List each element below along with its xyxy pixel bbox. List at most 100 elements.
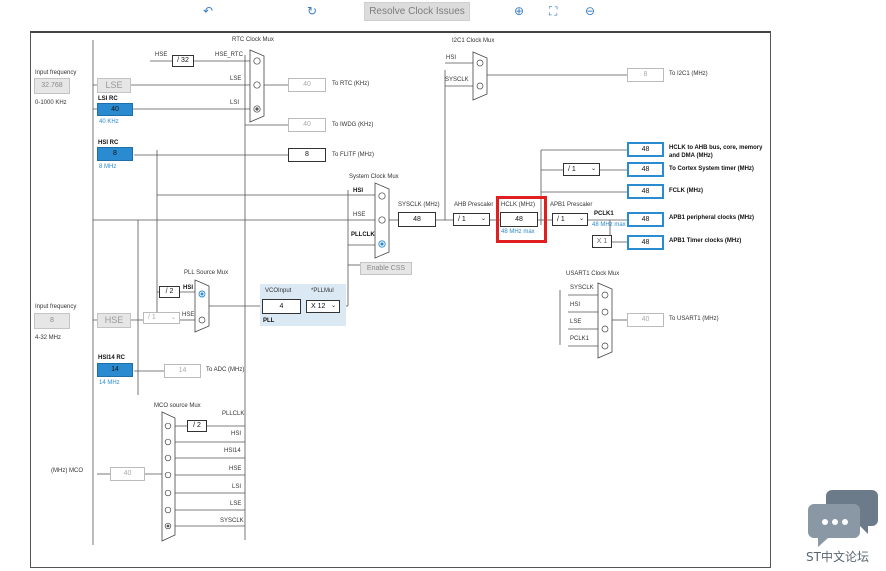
- lsi-rc-source[interactable]: 40: [97, 103, 133, 116]
- mco-input-hse: HSE: [229, 466, 242, 472]
- hsi14-rc-title: HSI14 RC: [98, 355, 126, 361]
- system-mux-title: System Clock Mux: [349, 174, 399, 180]
- i2c1-hsi-label: HSI: [446, 55, 457, 61]
- mco-input-hsi: HSI: [231, 431, 242, 437]
- hsi-rc-title: HSI RC: [98, 140, 119, 146]
- rtc-output-dest: To RTC (KHz): [332, 81, 370, 87]
- pll-source-mux-title: PLL Source Mux: [184, 270, 229, 276]
- enable-css-button[interactable]: Enable CSS: [360, 262, 412, 275]
- mco-input-lse: LSE: [230, 501, 242, 507]
- sysmux-hsi-label: HSI: [353, 188, 364, 194]
- pll-hsi-label: HSI: [183, 285, 194, 291]
- lse-input-caption: Input frequency: [35, 70, 77, 76]
- sysmux-hse-label: HSE: [353, 212, 366, 218]
- iwdg-output-value: 40: [288, 118, 326, 132]
- cortex-timer-output: 48: [627, 162, 664, 177]
- lsi-rc-title: LSI RC: [98, 96, 118, 102]
- mco-input-pllclk: PLLCLK: [222, 411, 245, 417]
- usart1-lse-label: LSE: [570, 319, 582, 325]
- hclk-highlight: [496, 196, 547, 243]
- zoom-in-icon[interactable]: ⊕: [514, 4, 525, 18]
- hclk-label: HCLK (MHz): [501, 202, 535, 208]
- rtc-lsi-label: LSI: [230, 100, 240, 106]
- usart1-hsi-label: HSI: [570, 302, 581, 308]
- pll-hsi-div2: / 2: [159, 286, 180, 298]
- zoom-out-icon[interactable]: ⊖: [585, 4, 596, 18]
- mco-input-hsi14: HSI14: [224, 448, 241, 454]
- hsi-rc-source[interactable]: 8: [97, 147, 133, 161]
- forum-label: ST中文论坛: [806, 550, 869, 564]
- apb1-peripheral-dest: APB1 peripheral clocks (MHz): [669, 215, 755, 221]
- chevron-down-icon: ⌄: [578, 216, 584, 222]
- hse-prediv-select[interactable]: / 1⌄: [143, 312, 180, 324]
- flitf-output-dest: To FLITF (MHz): [332, 152, 374, 158]
- i2c1-output-dest: To I2C1 (MHz): [669, 71, 708, 77]
- refresh-icon[interactable]: ↻: [307, 4, 318, 18]
- sysclk-label: SYSCLK (MHz): [398, 202, 440, 208]
- apb1-peripheral-output: 48: [627, 212, 664, 227]
- hclk-ahb-output: 48: [627, 142, 664, 157]
- fclk-dest: FCLK (MHz): [669, 188, 703, 194]
- chevron-down-icon: ⌄: [170, 315, 176, 321]
- mco-mux-title: MCO source Mux: [154, 403, 201, 409]
- hsi14-rc-freq: 14 MHz: [99, 380, 120, 386]
- apb1-prescaler-label: APB1 Prescaler: [550, 202, 593, 208]
- undo-icon[interactable]: ↶: [203, 4, 214, 18]
- flitf-output-value: 8: [288, 148, 326, 162]
- mco-output-value: 40: [110, 467, 145, 481]
- chevron-down-icon: ⌄: [590, 166, 596, 172]
- hclk-ahb-dest: HCLK to AHB bus, core, memory and DMA (M…: [669, 145, 763, 159]
- rtc-hse-label: HSE: [155, 52, 168, 58]
- apb1-timer-multiplier: X 1: [592, 235, 612, 248]
- chat-bubble-icon: [808, 488, 880, 553]
- hsi14-rc-source[interactable]: 14: [97, 363, 133, 377]
- cortex-timer-dest: To Cortex System timer (MHz): [669, 166, 754, 172]
- apb1-timer-dest: APB1 Timer clocks (MHz): [669, 238, 742, 244]
- resolve-clock-issues-button[interactable]: Resolve Clock Issues: [364, 2, 470, 21]
- i2c1-sysclk-label: SYSCLK: [445, 77, 469, 83]
- clock-tree-canvas: [30, 31, 771, 568]
- hse-source[interactable]: HSE: [97, 313, 131, 328]
- lse-input-range: 0-1000 KHz: [35, 100, 67, 106]
- iwdg-output-dest: To IWDG (KHz): [332, 122, 374, 128]
- mco-input-sysclk: SYSCLK: [220, 518, 244, 524]
- vco-input-label: VCOInput: [265, 288, 292, 294]
- pclk1-max: 48 MHz max: [592, 222, 626, 228]
- usart1-sysclk-label: SYSCLK: [570, 285, 594, 291]
- rtc-output-value: 40: [288, 78, 326, 92]
- hsi-rc-freq: 8 MHz: [99, 164, 117, 170]
- lsi-rc-freq: 40 KHz: [99, 119, 119, 125]
- pll-mul-select[interactable]: X 12⌄: [306, 300, 340, 313]
- i2c1-output-value: 8: [627, 68, 664, 82]
- rtc-hse-rtc-label: HSE_RTC: [215, 52, 243, 58]
- ahb-prescaler-select[interactable]: / 1⌄: [453, 213, 490, 226]
- pll-hse-label: HSE: [182, 312, 195, 318]
- mco-input-lsi: LSI: [232, 484, 242, 490]
- adc-output-dest: To ADC (MHz): [206, 367, 245, 373]
- fit-screen-icon[interactable]: ⛶: [549, 4, 558, 18]
- i2c1-mux-title: I2C1 Clock Mux: [452, 38, 495, 44]
- cortex-timer-divider[interactable]: / 1⌄: [563, 163, 600, 176]
- lse-source[interactable]: LSE: [97, 78, 131, 93]
- usart1-output-dest: To USART1 (MHz): [669, 316, 719, 322]
- hclk-input[interactable]: 48: [500, 212, 538, 227]
- chevron-down-icon: ⌄: [330, 303, 336, 309]
- rtc-mux-title: RTC Clock Mux: [232, 37, 274, 43]
- toolbar: ↶ ↻ Resolve Clock Issues ⊕ ⛶ ⊖: [0, 0, 886, 26]
- pclk1-label: PCLK1: [594, 211, 614, 217]
- mco-output-label: (MHz) MCO: [51, 468, 83, 474]
- sysclk-value: 48: [398, 212, 436, 227]
- ahb-prescaler-label: AHB Prescaler: [454, 202, 494, 208]
- lse-input-frequency[interactable]: 32.768: [34, 78, 70, 94]
- pll-label: PLL: [263, 318, 275, 324]
- usart1-pclk1-label: PCLK1: [570, 336, 590, 342]
- mco-pllclk-div2: / 2: [187, 420, 207, 432]
- usart1-output-value: 40: [627, 313, 664, 327]
- rtc-div32: / 32: [172, 55, 194, 67]
- vco-input-value: 4: [262, 299, 301, 314]
- fclk-output: 48: [627, 184, 664, 199]
- apb1-prescaler-select[interactable]: / 1⌄: [552, 213, 588, 226]
- chevron-down-icon: ⌄: [480, 216, 486, 222]
- hse-input-frequency[interactable]: 8: [34, 313, 70, 329]
